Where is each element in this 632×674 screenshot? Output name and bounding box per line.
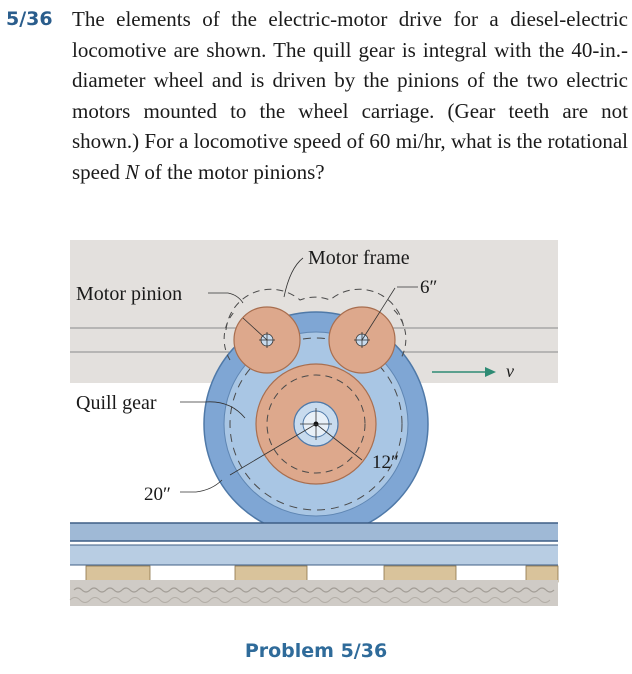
rail-base: [70, 545, 558, 565]
velocity-arrowhead: [485, 367, 496, 377]
quill-gear-dashed-pitch: [266, 374, 366, 474]
gravel-texture: [73, 587, 555, 593]
velocity-label: v: [506, 361, 514, 381]
speed-variable: N: [125, 159, 140, 184]
motor-pinion-label: Motor pinion: [76, 283, 182, 305]
pinion-right-dashed: [393, 309, 407, 361]
pinion-left-radius-line: [242, 317, 268, 341]
motor-frame-dashed-outline: [225, 288, 405, 331]
tie-3: [383, 565, 457, 583]
wheel-dashed-circle: [229, 337, 403, 511]
motor-frame-label: Motor frame: [308, 247, 410, 269]
problem-text-part2: of the motor pinions?: [139, 159, 325, 184]
problem-statement: The elements of the electric-motor drive…: [72, 4, 628, 187]
motor-frame-leader: [283, 257, 304, 298]
problem-text-part1: The elements of the electric-motor drive…: [72, 7, 628, 184]
quill-radius-line: [315, 423, 363, 461]
problem-number: 5/36: [6, 8, 53, 30]
motor-pinion-leader: [208, 292, 244, 304]
pinion-dimension-label: 6″: [420, 277, 437, 298]
tie-2: [234, 565, 308, 583]
quill-gear-label: Quill gear: [76, 392, 157, 414]
figure-caption: Problem 5/36: [244, 640, 388, 662]
tie-4: [525, 565, 559, 583]
quill-gear-leader: [180, 401, 246, 419]
pinion-right-radius-line: [361, 287, 396, 341]
wheel-radius-line: [229, 423, 317, 476]
wheel-dimension-label: 20″: [144, 484, 171, 505]
pinion-left-dashed: [223, 309, 237, 361]
quill-dimension-label: 12″: [372, 452, 399, 473]
wheel-dim-leader: [180, 479, 223, 493]
rail-top: [70, 523, 558, 541]
locomotive-drive-figure: Motor frame Motor pinion 6″ v Quill gear…: [69, 240, 559, 606]
tie-1: [85, 565, 151, 583]
gravel-bed: [70, 580, 558, 606]
